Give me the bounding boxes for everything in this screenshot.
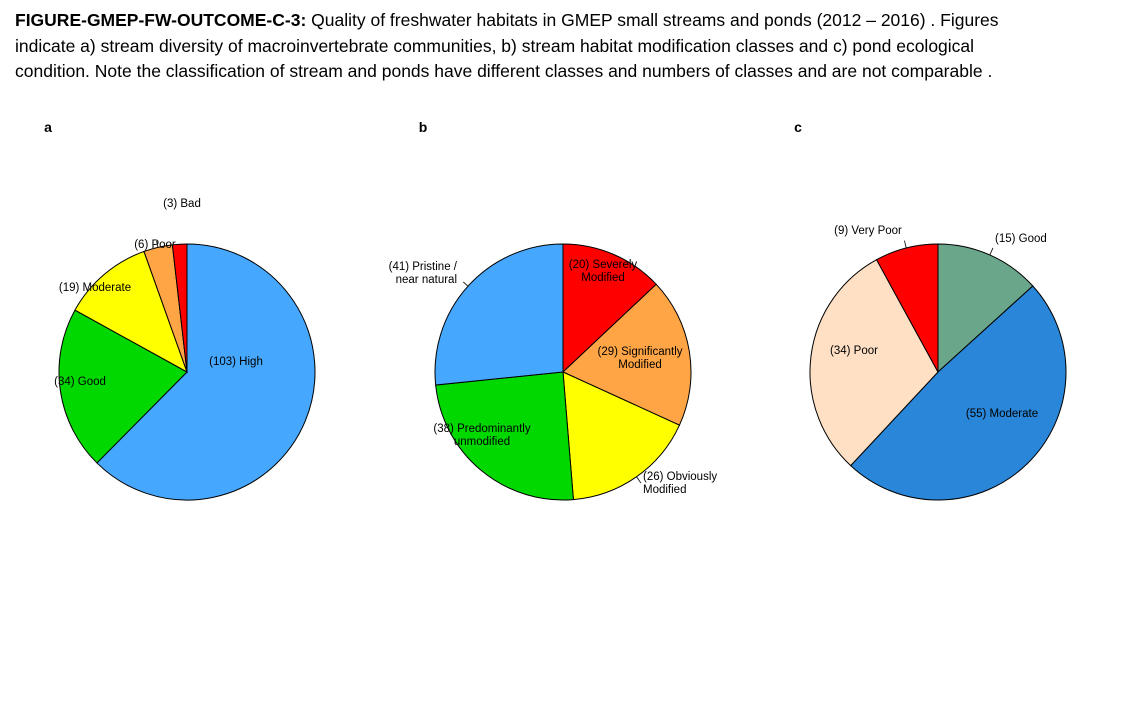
- slice-label-a-4: (3) Bad: [163, 198, 201, 210]
- figure-id: FIGURE-GMEP-FW-OUTCOME-C-3:: [15, 10, 307, 30]
- pie-chart-c: c (15) Good (55) Moderate (34) Poor (9) Very…: [794, 119, 1067, 501]
- leader-line-b-4: [462, 281, 469, 287]
- leader-line-b-2: [636, 476, 642, 484]
- pie-slice-b-0: [562, 243, 657, 374]
- pie-slice-b-1: [562, 283, 692, 426]
- pie-slice-a-2: [74, 250, 188, 374]
- panel-label-b: b: [419, 119, 428, 135]
- slice-label-c-3: (9) Very Poor: [834, 225, 902, 237]
- panel-label-c: c: [794, 119, 802, 135]
- leader-line-c-0: [989, 247, 994, 256]
- pie-slice-a-1: [58, 309, 188, 464]
- slice-label-c-2: (34) Poor: [830, 345, 878, 357]
- pie-chart-a: a (103) High (34) Good (19) Moderate (6) Poo…: [44, 119, 316, 501]
- pie-slice-c-2: [809, 259, 939, 467]
- slice-label-a-0: (103) High: [209, 356, 263, 368]
- pie-slice-a-4: [171, 243, 188, 373]
- slice-label-c-0: (15) Good: [995, 233, 1047, 245]
- panel-label-a: a: [44, 119, 52, 135]
- slice-label-b-4: (41) Pristine /near natural: [389, 261, 458, 286]
- caption-line-2: indicate a) stream diversity of macroinv…: [15, 35, 975, 56]
- slice-label-a-1: (34) Good: [54, 376, 106, 388]
- pie-slice-c-3: [875, 243, 939, 373]
- leader-line-a-3: [156, 241, 159, 248]
- pie-slice-a-0: [96, 243, 316, 501]
- pie-slice-b-4: [434, 243, 564, 386]
- leader-line-c-3: [904, 240, 907, 249]
- pie-slice-c-0: [937, 243, 1034, 374]
- figure-caption: FIGURE-GMEP-FW-OUTCOME-C-3: Quality of f…: [15, 8, 1110, 85]
- caption-line-1: Quality of freshwater habitats in GMEP s…: [306, 10, 999, 30]
- slice-label-a-3: (6) Poor: [134, 239, 176, 251]
- slice-label-a-2: (19) Moderate: [59, 282, 131, 294]
- pie-slice-b-2: [562, 371, 681, 501]
- slice-label-c-1: (55) Moderate: [966, 408, 1038, 420]
- caption-line-3: condition. Note the classification of st…: [15, 61, 993, 81]
- pie-slice-b-3: [435, 371, 574, 501]
- pie-slice-c-1: [849, 285, 1067, 501]
